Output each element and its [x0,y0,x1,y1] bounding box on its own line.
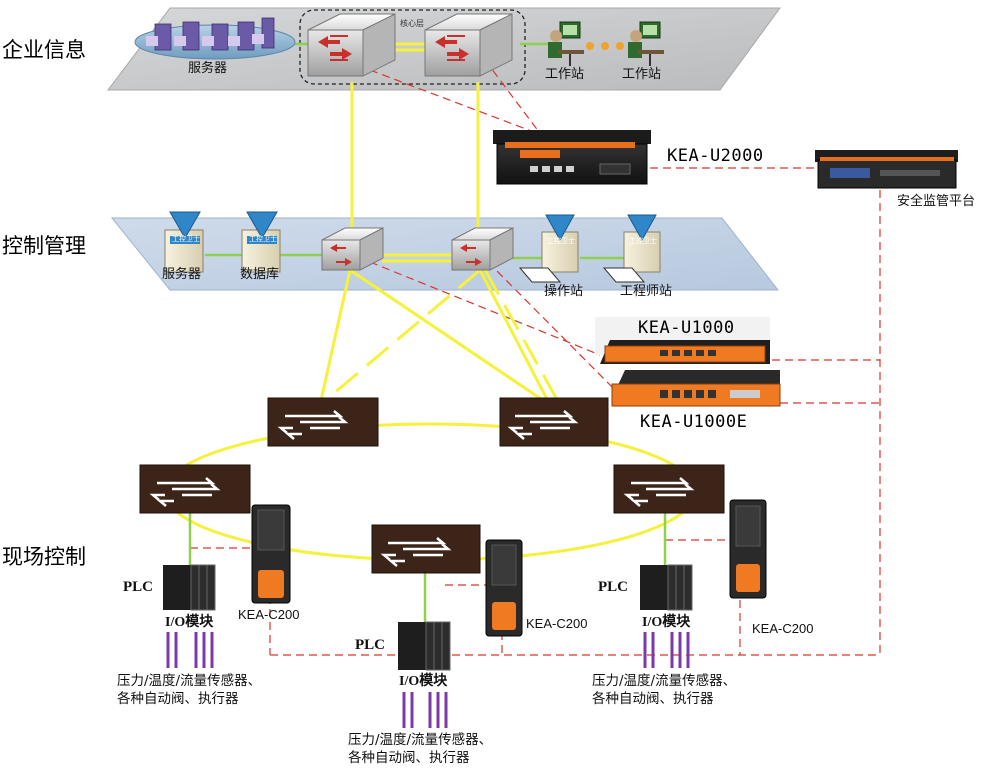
operator-station-host [518,214,579,283]
workstation-1-label: 工作站 [545,67,585,82]
operator-station-label: 操作站 [544,284,584,299]
kea-u2000-appliance [493,130,651,185]
kea-u1000e-label: KEA-U1000E [640,412,748,432]
core-router-right [424,13,513,77]
sensors-right-line1: 压力/温度/流量传感器、 [592,673,737,689]
control-server-label: 服务器 [162,267,202,282]
core-layer-boundary [299,9,526,85]
kea-u1000e-appliance [611,370,781,407]
plc-unit-mid [398,621,451,728]
enterprise-servers-label: 服务器 [188,61,228,76]
plc-mid-label: PLC [355,637,385,653]
security-platform-label: 安全监管平台 [897,194,976,209]
sensors-left-line2: 各种自动阀、执行器 [117,691,239,707]
kea-c200-mid-device [485,539,523,637]
kea-c200-left-device [251,504,291,604]
sensors-right-text: 压力/温度/流量传感器、 各种自动阀、执行器 [592,672,736,708]
engineer-station-host [602,214,661,283]
workstation-2-icon [628,21,664,66]
kea-u1000-label: KEA-U1000 [638,318,735,338]
sensors-mid-text: 压力/温度/流量传感器、 各种自动阀、执行器 [348,731,492,767]
control-server-host [164,211,204,273]
field-switch-3 [139,464,251,514]
kea-c200-mid-label: KEA-C200 [526,616,588,631]
security-platform-appliance [815,150,958,189]
sensors-left-text: 压力/温度/流量传感器、 各种自动阀、执行器 [117,672,261,708]
layer-label-field: 现场控制 [2,545,86,569]
operator-host-badge: 工控卫士 [547,237,575,245]
control-database-host [241,211,281,273]
plc-unit-left [163,564,216,668]
field-switch-2 [499,397,609,447]
sensors-mid-line2: 各种自动阀、执行器 [348,750,470,766]
io-module-mid-label: I/O模块 [399,674,448,689]
kea-u1000-appliance [595,317,770,364]
core-router-left [307,13,396,77]
field-switch-5 [371,524,481,574]
io-module-right-label: I/O模块 [642,615,691,630]
sensors-right-line2: 各种自动阀、执行器 [592,691,714,707]
plc-right-label: PLC [598,579,628,595]
field-switch-1 [267,397,379,447]
enterprise-server-cluster [134,17,296,60]
control-router-left [321,227,384,271]
io-module-left-label: I/O模块 [165,615,214,630]
layer-label-enterprise: 企业信息 [2,38,86,62]
kea-c200-right-label: KEA-C200 [752,621,814,636]
field-switch-4 [613,464,725,514]
sensors-left-line1: 压力/温度/流量传感器、 [117,673,262,689]
engineer-host-badge: 工控卫士 [629,237,657,245]
kea-c200-left-label: KEA-C200 [238,607,300,622]
workstation-2-label: 工作站 [622,67,662,82]
server-host-badge: 工控卫士 [172,235,200,243]
field-switches [139,397,725,574]
plc-unit-right [640,564,693,668]
database-host-badge: 工控卫士 [249,235,277,243]
kea-c200-right-device [729,499,767,599]
workstation-dots [586,42,624,50]
workstation-1-icon [548,21,584,66]
engineer-station-label: 工程师站 [620,284,673,299]
layer-label-control: 控制管理 [2,234,86,258]
control-database-label: 数据库 [240,267,280,282]
sensors-mid-line1: 压力/温度/流量传感器、 [348,732,493,748]
control-router-right [451,227,514,271]
kea-u2000-label: KEA-U2000 [667,146,764,166]
plc-left-label: PLC [123,579,153,595]
core-layer-label: 核心层 [400,19,424,28]
